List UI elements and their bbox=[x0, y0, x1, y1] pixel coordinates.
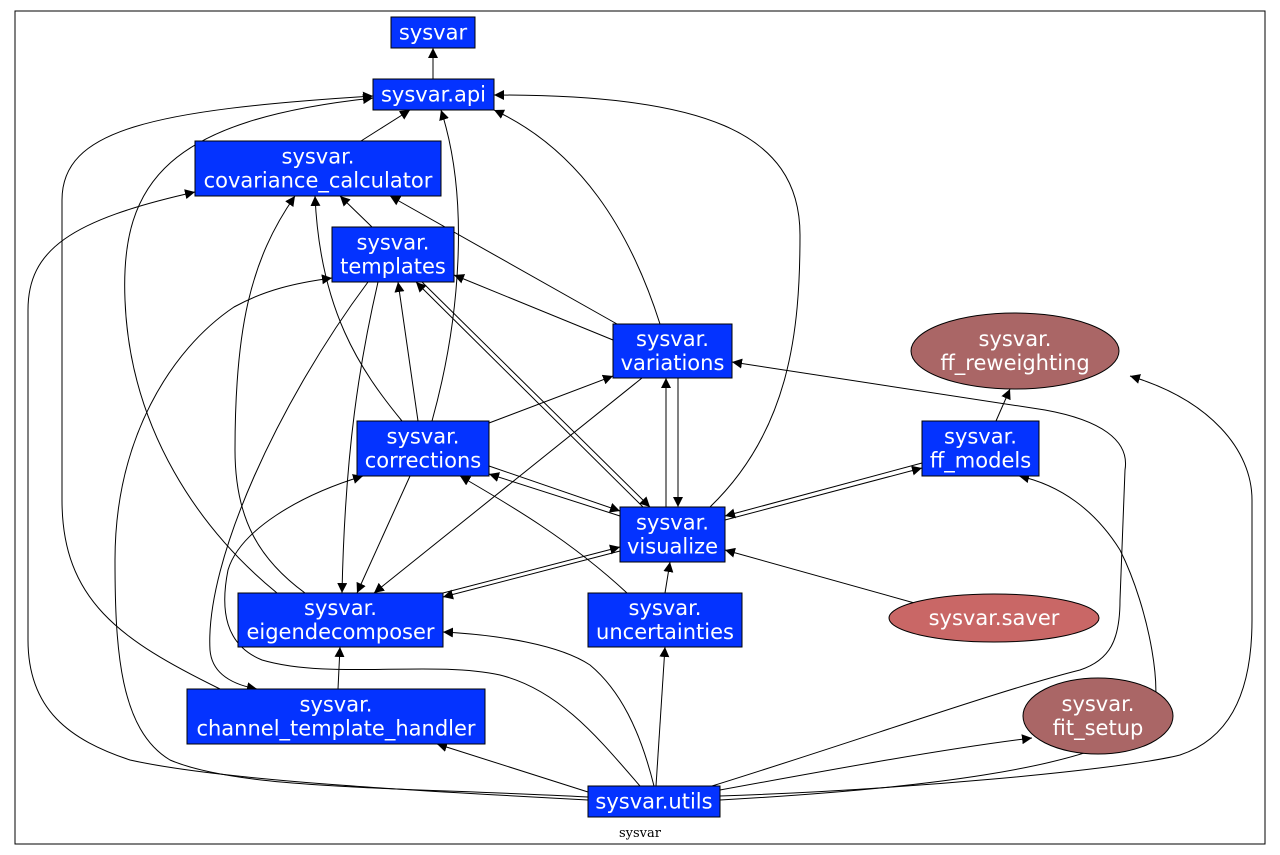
node-eigendecomposer[interactable]: sysvar.eigendecomposer bbox=[237, 592, 444, 648]
node-visualize-box bbox=[619, 506, 726, 563]
node-channel-template-handler-label-1: sysvar. bbox=[300, 693, 373, 717]
edge-utils-to-fit-setup bbox=[719, 734, 1033, 791]
node-sysvar-box bbox=[390, 16, 476, 49]
edge-utils-to-eigendecomposer bbox=[442, 627, 655, 787]
edge-visualize-to-ff-models bbox=[724, 465, 923, 521]
node-variations-label-2: variations bbox=[621, 351, 725, 375]
node-templates-label-2: templates bbox=[340, 255, 446, 279]
node-utils-box bbox=[587, 785, 721, 818]
node-utils-label-1: sysvar.utils bbox=[595, 790, 712, 814]
node-utils[interactable]: sysvar.utils bbox=[587, 785, 721, 818]
node-ff-models-label-2: ff_models bbox=[930, 449, 1031, 474]
edge-templates-to-channel-template-handler bbox=[209, 281, 369, 693]
node-corrections-box bbox=[356, 420, 490, 477]
node-fit-setup-label-1: sysvar. bbox=[1062, 692, 1135, 716]
edge-channel-template-handler-to-eigendecomposer bbox=[334, 646, 345, 690]
edge-corrections-to-api bbox=[431, 109, 459, 422]
edge-utils-to-channel-template-handler bbox=[436, 742, 589, 793]
node-corrections-label-1: sysvar. bbox=[387, 425, 460, 449]
node-covariance-calculator[interactable]: sysvar.covariance_calculator bbox=[194, 140, 442, 197]
edge-variations-to-eigendecomposer bbox=[373, 377, 643, 594]
node-uncertainties-label-2: uncertainties bbox=[596, 620, 734, 644]
edge-visualize-to-eigendecomposer bbox=[442, 550, 621, 600]
node-api[interactable]: sysvar.api bbox=[372, 78, 495, 111]
edge-corrections-to-covariance-calculator bbox=[310, 195, 403, 422]
node-uncertainties[interactable]: sysvar.uncertainties bbox=[587, 592, 743, 648]
node-ff-models[interactable]: sysvar.ff_models bbox=[921, 420, 1040, 477]
node-ff-reweighting-ellipse bbox=[910, 312, 1120, 390]
node-channel-template-handler-box bbox=[186, 688, 486, 745]
edge-variations-to-api bbox=[493, 109, 661, 325]
edge-saver-to-visualize bbox=[724, 547, 919, 605]
graph-caption: sysvar bbox=[619, 826, 662, 841]
node-templates-label-1: sysvar. bbox=[357, 231, 430, 255]
node-api-label-1: sysvar.api bbox=[381, 83, 486, 107]
node-layer: sysvarsysvar.apisysvar.covariance_calcul… bbox=[186, 16, 1174, 818]
node-sysvar[interactable]: sysvar bbox=[390, 16, 476, 49]
edge-utils-to-covariance-calculator bbox=[27, 189, 589, 801]
edge-uncertainties-to-corrections bbox=[459, 475, 628, 594]
edge-templates-to-eigendecomposer bbox=[337, 281, 379, 594]
edge-utils-to-uncertainties bbox=[655, 646, 670, 787]
node-templates-box bbox=[331, 226, 455, 283]
edge-utils-to-corrections bbox=[224, 474, 641, 787]
node-visualize-label-1: sysvar. bbox=[636, 511, 709, 535]
node-uncertainties-label-1: sysvar. bbox=[629, 596, 702, 620]
edge-ff-models-to-ff-reweighting bbox=[995, 388, 1011, 422]
node-eigendecomposer-box bbox=[237, 592, 444, 648]
node-saver[interactable]: sysvar.saver bbox=[888, 593, 1100, 643]
edge-covariance-calculator-to-api bbox=[360, 109, 411, 142]
edge-corrections-to-visualize bbox=[488, 465, 621, 513]
node-fit-setup-ellipse bbox=[1022, 677, 1174, 755]
node-variations-box bbox=[612, 323, 733, 379]
edge-uncertainties-to-visualize bbox=[663, 561, 674, 594]
node-covariance-calculator-label-1: sysvar. bbox=[282, 145, 355, 169]
edge-eigendecomposer-to-api bbox=[124, 94, 374, 594]
node-variations-label-1: sysvar. bbox=[636, 327, 709, 351]
node-visualize[interactable]: sysvar.visualize bbox=[619, 506, 726, 563]
node-saver-ellipse bbox=[888, 593, 1100, 643]
node-ff-models-box bbox=[921, 420, 1040, 477]
edge-corrections-to-variations bbox=[488, 374, 614, 424]
node-saver-label-1: sysvar.saver bbox=[929, 606, 1060, 630]
edge-templates-to-visualize bbox=[421, 281, 651, 508]
edge-variations-to-templates bbox=[453, 274, 614, 341]
node-eigendecomposer-label-2: eigendecomposer bbox=[246, 620, 434, 644]
node-channel-template-handler-label-2: channel_template_handler bbox=[196, 717, 475, 742]
node-variations[interactable]: sysvar.variations bbox=[612, 323, 733, 379]
node-covariance-calculator-box bbox=[194, 140, 442, 197]
edge-templates-to-covariance-calculator bbox=[339, 195, 373, 228]
edge-eigendecomposer-to-covariance-calculator bbox=[234, 195, 306, 594]
node-templates[interactable]: sysvar.templates bbox=[331, 226, 455, 283]
node-ff-reweighting-label-1: sysvar. bbox=[979, 327, 1052, 351]
node-covariance-calculator-label-2: covariance_calculator bbox=[204, 169, 433, 194]
edge-channel-template-handler-to-api bbox=[61, 91, 374, 690]
node-channel-template-handler[interactable]: sysvar.channel_template_handler bbox=[186, 688, 486, 745]
edge-utils-to-templates bbox=[114, 274, 589, 798]
edge-corrections-to-templates bbox=[394, 281, 419, 422]
edge-visualize-to-templates bbox=[415, 281, 644, 508]
edge-utils-to-ff-reweighting bbox=[719, 374, 1253, 797]
node-corrections[interactable]: sysvar.corrections bbox=[356, 420, 490, 477]
node-corrections-label-2: corrections bbox=[365, 449, 481, 473]
edge-variations-to-covariance-calculator bbox=[389, 195, 618, 325]
node-visualize-label-2: visualize bbox=[627, 535, 718, 559]
edge-utils-to-variations bbox=[711, 358, 1127, 787]
node-sysvar-label-1: sysvar bbox=[399, 21, 468, 45]
node-fit-setup-label-2: fit_setup bbox=[1053, 716, 1144, 741]
edge-eigendecomposer-to-visualize bbox=[442, 544, 621, 594]
edge-visualize-to-corrections bbox=[488, 472, 621, 517]
node-ff-reweighting[interactable]: sysvar.ff_reweighting bbox=[910, 312, 1120, 390]
edge-corrections-to-eigendecomposer bbox=[356, 475, 411, 594]
edge-visualize-to-api bbox=[493, 90, 801, 508]
edge-ff-models-to-visualize bbox=[724, 462, 923, 519]
node-api-box bbox=[372, 78, 495, 111]
node-fit-setup[interactable]: sysvar.fit_setup bbox=[1022, 677, 1174, 755]
node-ff-reweighting-label-2: ff_reweighting bbox=[940, 351, 1089, 376]
node-uncertainties-box bbox=[587, 592, 743, 648]
node-ff-models-label-1: sysvar. bbox=[944, 425, 1017, 449]
node-eigendecomposer-label-1: sysvar. bbox=[304, 596, 377, 620]
